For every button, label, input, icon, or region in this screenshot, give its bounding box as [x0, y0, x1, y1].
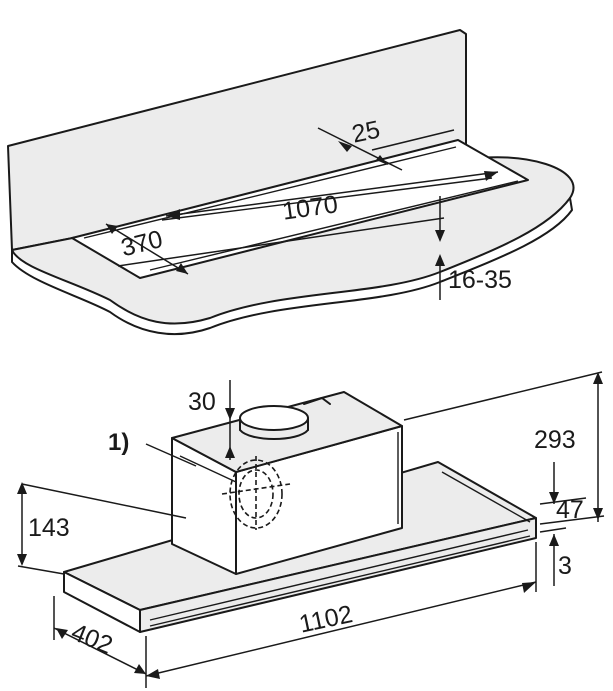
duct-collar: [239, 405, 309, 431]
countertop-front-edge: [11, 197, 573, 336]
width-label: 1102: [297, 600, 355, 639]
dimension-panel-gap: 3: [539, 527, 572, 586]
dimension-side-height: 143: [17, 482, 187, 575]
note-marker-label: 1): [108, 429, 129, 456]
gap-label: 25: [349, 115, 382, 148]
hood-illustration: 1) 30 293 47: [17, 371, 605, 688]
cutout-opening: [71, 139, 529, 279]
note-marker: 1): [108, 429, 197, 467]
body-height-label: 47: [556, 496, 584, 524]
total-height-label: 293: [534, 426, 576, 454]
duct-offset-label: 30: [188, 388, 216, 416]
countertop-illustration: 25 1070 370 16-35: [7, 29, 575, 336]
side-height-label: 143: [28, 514, 70, 542]
dimension-thickness: 16-35: [435, 196, 512, 300]
dimension-body-height: 47: [539, 462, 587, 524]
panel-gap-label: 3: [558, 552, 572, 580]
dimension-total-height: 293: [403, 371, 605, 525]
depth-label-hood: 402: [67, 618, 116, 660]
side-outlet-hidden: [229, 459, 283, 529]
dimension-gap: 25: [317, 115, 455, 171]
dimension-duct-offset: 30: [188, 380, 235, 460]
countertop-backsplash: [7, 29, 467, 251]
thickness-label: 16-35: [448, 266, 512, 294]
